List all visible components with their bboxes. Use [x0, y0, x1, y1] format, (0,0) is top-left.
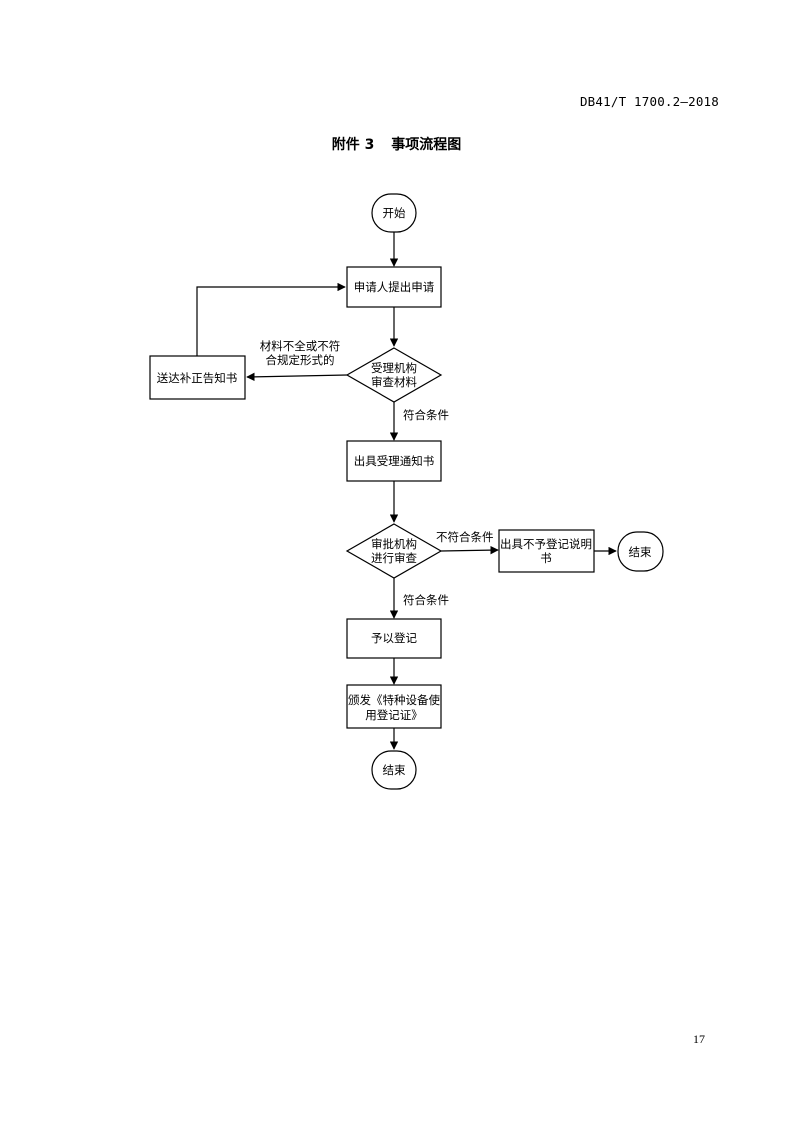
approval-review-decision: 审批机构 进行审查 — [345, 523, 443, 579]
review-materials-label-line1: 受理机构 — [371, 361, 417, 375]
acceptance-notice-node: 出具受理通知书 — [346, 440, 442, 482]
start-label: 开始 — [383, 206, 406, 220]
grant-registration-node: 予以登记 — [346, 618, 442, 659]
connector-review-to-correction — [246, 372, 348, 382]
review-materials-decision: 受理机构 审查材料 — [345, 347, 443, 403]
end-node-bottom: 结束 — [371, 750, 417, 790]
approval-review-label-line1: 审批机构 — [371, 537, 417, 551]
correction-notice-label: 送达补正告知书 — [157, 371, 238, 385]
incomplete-label-line1: 材料不全或不符 — [260, 339, 341, 353]
review-materials-label-line2: 审查材料 — [371, 375, 417, 389]
page-title: 附件 3 事项流程图 — [0, 134, 793, 154]
qualified-label-2: 符合条件 — [403, 593, 449, 607]
issue-certificate-node: 颁发《特种设备使 用登记证》 — [346, 684, 442, 729]
start-node: 开始 — [371, 193, 417, 233]
connector-correction-to-submit — [196, 282, 346, 356]
title-text: 事项流程图 — [391, 137, 462, 153]
incomplete-label-line2: 合规定形式的 — [266, 353, 335, 367]
submit-application-label: 申请人提出申请 — [354, 280, 435, 294]
grant-registration-label: 予以登记 — [371, 631, 417, 645]
correction-notice-node: 送达补正告知书 — [149, 355, 246, 400]
rejection-notice-label-line1: 出具不予登记说明 — [500, 537, 592, 551]
end-bottom-label: 结束 — [383, 763, 406, 777]
acceptance-notice-label: 出具受理通知书 — [354, 454, 435, 468]
document-code: DB41/T 1700.2—2018 — [579, 94, 719, 109]
issue-certificate-label-line1: 颁发《特种设备使 — [348, 693, 440, 707]
title-prefix: 附件 3 — [331, 137, 375, 153]
submit-application-node: 申请人提出申请 — [346, 266, 442, 308]
connector-approval-to-rejection — [440, 545, 499, 555]
not-qualified-label: 不符合条件 — [436, 530, 494, 544]
approval-review-label-line2: 进行审查 — [371, 551, 417, 565]
qualified-label-1: 符合条件 — [403, 408, 449, 422]
page-number: 17 — [693, 1032, 705, 1046]
end-node-right: 结束 — [617, 531, 664, 572]
rejection-notice-label-line2: 书 — [540, 551, 552, 565]
rejection-notice-node: 出具不予登记说明 书 — [498, 529, 595, 573]
issue-certificate-label-line2: 用登记证》 — [365, 708, 423, 722]
end-right-label: 结束 — [629, 545, 652, 559]
